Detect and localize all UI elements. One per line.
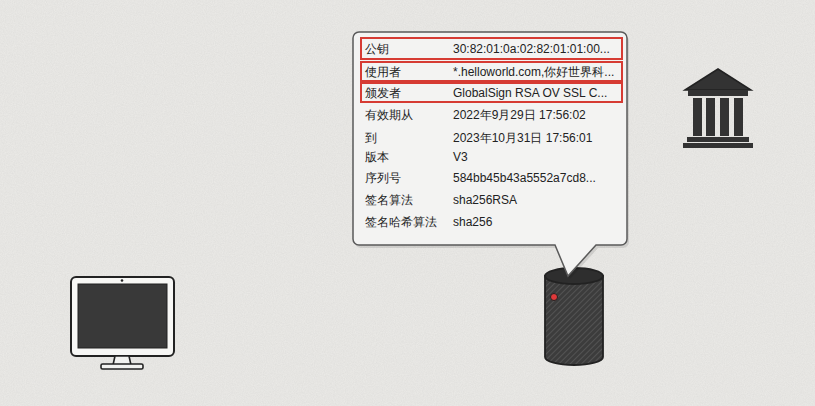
field-name: 签名算法: [365, 192, 413, 208]
field-name: 签名哈希算法: [365, 214, 437, 230]
field-value: 584bb45b43a5552a7cd8...: [453, 170, 596, 186]
highlighted-field: 使用者 *.helloworld.com,你好世界科...: [360, 61, 623, 82]
callout-outline: [353, 32, 627, 276]
highlighted-field: 公钥 30:82:01:0a:02:82:01:01:00...: [360, 37, 623, 60]
field-value: sha256: [453, 214, 492, 230]
field-value: 2023年10月31日 17:56:01: [453, 130, 592, 146]
field-value: sha256RSA: [453, 192, 517, 208]
field-name: 版本: [365, 149, 389, 165]
field-value: 30:82:01:0a:02:82:01:01:00...: [453, 41, 610, 57]
field-name: 到: [365, 130, 377, 146]
field-name: 颁发者: [365, 85, 401, 101]
field-value: V3: [453, 149, 468, 165]
field-value: 2022年9月29日 17:56:02: [453, 107, 586, 123]
field-name: 序列号: [365, 170, 401, 186]
field-value: GlobalSign RSA OV SSL C...: [453, 85, 607, 101]
field-name: 使用者: [365, 64, 401, 80]
highlighted-field: 颁发者 GlobalSign RSA OV SSL C...: [360, 82, 623, 103]
monitor-icon: [71, 277, 174, 369]
field-value: *.helloworld.com,你好世界科...: [453, 64, 614, 80]
field-name: 公钥: [365, 41, 389, 57]
field-name: 有效期从: [365, 107, 413, 123]
bank-icon: [683, 69, 753, 148]
callout-layer: [353, 32, 629, 279]
server-icon: [545, 268, 603, 365]
certificate-callout: 公钥 30:82:01:0a:02:82:01:01:00... 使用者 *.hell…: [353, 32, 627, 245]
